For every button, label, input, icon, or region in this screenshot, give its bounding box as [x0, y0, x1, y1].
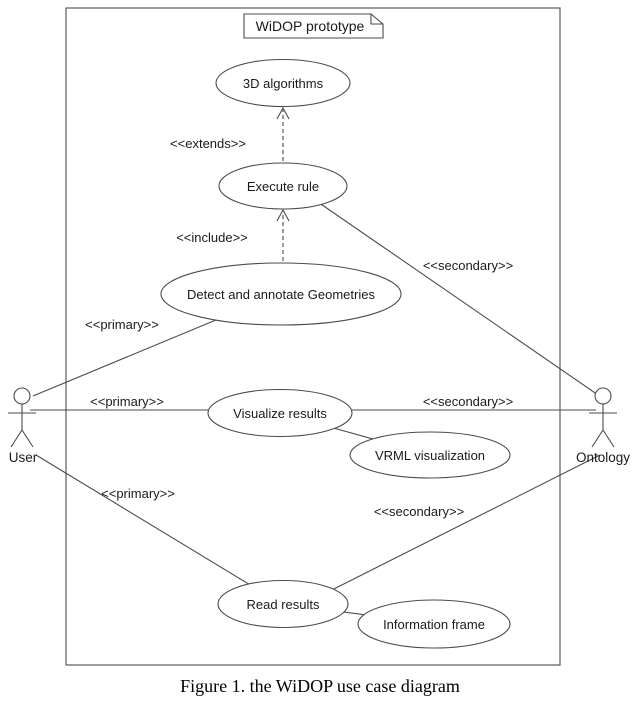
use-case-vrml-visualization-label: VRML visualization: [375, 448, 485, 463]
actor-user-label: User: [9, 450, 38, 465]
extends-arrowhead-icon: [276, 106, 290, 120]
association-execute-ontology: [314, 199, 602, 398]
use-case-detect-geometries: [160, 262, 402, 326]
note-fold-icon: [370, 14, 383, 25]
actor-ontology-label: Ontology: [576, 450, 630, 465]
association-user-read: [35, 454, 276, 601]
use-case-3d-algorithms-label: 3D algorithms: [243, 76, 324, 91]
system-boundary: [65, 7, 561, 666]
actor-ontology-figure: [589, 387, 617, 448]
association-ontology-read: [309, 454, 601, 602]
stereotype-primary-read-label: <<primary>>: [101, 486, 175, 501]
figure-caption: Figure 1. the WiDOP use case diagram: [180, 676, 460, 696]
stereotype-secondary-execute-label: <<secondary>>: [423, 258, 513, 273]
stereotype-extends-label: <<extends>>: [170, 136, 246, 151]
use-case-visualize-results: [207, 388, 353, 438]
actor-user-leg-right: [21, 429, 34, 448]
actor-ontology-head-icon: [594, 387, 612, 405]
use-case-read-results-label: Read results: [247, 597, 320, 612]
use-case-vrml-visualization: [349, 431, 511, 479]
use-case-information-frame: [357, 599, 511, 649]
stereotype-secondary-visualize-label: <<secondary>>: [423, 394, 513, 409]
include-arrowhead-icon: [276, 208, 290, 222]
actor-ontology-leg-left: [591, 429, 604, 448]
use-case-diagram: WiDOP prototype 3D algorithms Execute ru…: [8, 7, 630, 666]
use-case-visualize-results-label: Visualize results: [233, 406, 327, 421]
use-case-3d-algorithms: [215, 58, 351, 108]
use-case-execute-rule: [218, 162, 348, 210]
use-case-information-frame-label: Information frame: [383, 617, 485, 632]
stereotype-secondary-read-label: <<secondary>>: [374, 504, 464, 519]
use-case-read-results: [217, 579, 349, 629]
actor-user-leg-left: [10, 429, 23, 448]
system-label: WiDOP prototype: [256, 18, 365, 34]
stereotype-primary-visualize-label: <<primary>>: [90, 394, 164, 409]
use-case-execute-rule-label: Execute rule: [247, 179, 319, 194]
stereotype-include-label: <<include>>: [176, 230, 248, 245]
actor-user-head-icon: [13, 387, 31, 405]
association-user-detect: [32, 309, 241, 397]
system-label-note: [243, 13, 384, 39]
actor-user-figure: [8, 387, 36, 448]
use-case-detect-geometries-label: Detect and annotate Geometries: [187, 287, 375, 302]
actor-ontology-leg-right: [602, 429, 615, 448]
stereotype-primary-detect-label: <<primary>>: [85, 317, 159, 332]
